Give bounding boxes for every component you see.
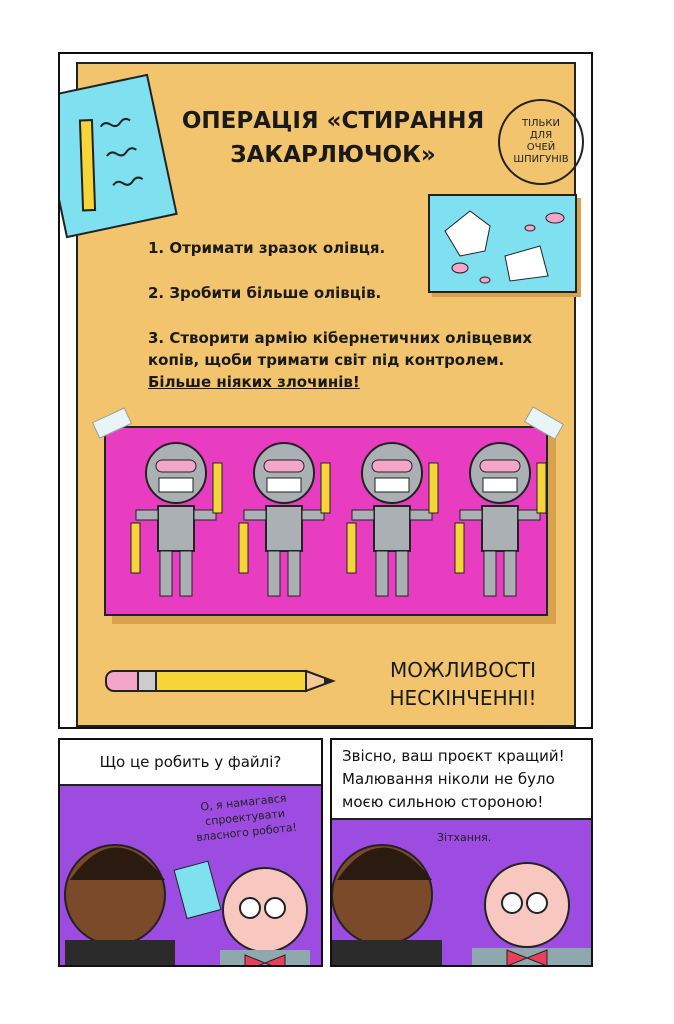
- characters-illustration: [64, 844, 310, 965]
- stamp-line: ОЧЕЙ: [526, 142, 556, 153]
- pencil-icon: [105, 669, 336, 693]
- slogan: МОЖЛИВОСТІ НЕСКІНЧЕННІ!: [378, 656, 548, 712]
- speech-line: Звісно, ваш проєкт кращий!: [342, 747, 565, 765]
- robot-figure: [454, 442, 547, 597]
- speech-bubble: Звісно, ваш проєкт кращий! Малювання нік…: [332, 740, 591, 820]
- plan-step-1: 1. Отримати зразок олівця.: [148, 239, 386, 257]
- slogan-line: НЕСКІНЧЕННІ!: [389, 686, 537, 710]
- stamp-line: ШПИГУНІВ: [513, 154, 569, 165]
- robot-army: [130, 442, 547, 597]
- robot-army-banner: [104, 426, 548, 616]
- characters-illustration: [332, 844, 591, 965]
- robot-figure: [346, 442, 439, 597]
- plan-title: ОПЕРАЦІЯ «СТИРАННЯ ЗАКАРЛЮЧОК»: [181, 108, 485, 168]
- sigh-text: Зітхання.: [437, 831, 492, 844]
- pencil-sketch: [78, 117, 144, 212]
- speech-line: Малювання ніколи не було: [342, 770, 555, 788]
- comic-panel-right: Звісно, ваш проєкт кращий! Малювання нік…: [330, 738, 593, 967]
- pencil-sketch-note: [60, 73, 178, 239]
- step-3-underlined: Більше ніяких злочинів!: [148, 373, 360, 391]
- plan-paper: ОПЕРАЦІЯ «СТИРАННЯ ЗАКАРЛЮЧОК» ТІЛЬКИ ДЛ…: [76, 62, 584, 727]
- speech-line: моєю сильною стороною!: [342, 793, 544, 811]
- shavings-illustration: [444, 210, 565, 284]
- step-3-text: 3. Створити армію кібернетичних олівцеви…: [148, 329, 533, 369]
- spy-stamp: ТІЛЬКИ ДЛЯ ОЧЕЙ ШПИГУНІВ: [498, 99, 584, 185]
- speech-bubble: Що це робить у файлі?: [60, 740, 321, 786]
- stamp-line: ДЛЯ: [529, 130, 553, 141]
- robot-figure: [238, 442, 331, 597]
- stamp-line: ТІЛЬКИ: [521, 118, 561, 129]
- eraser-shavings-note: [428, 194, 577, 293]
- plan-step-3: 3. Створити армію кібернетичних олівцеви…: [148, 327, 548, 393]
- slogan-line: МОЖЛИВОСТІ: [389, 658, 537, 682]
- comic-panel-left: Що це робить у файлі? О, я намагався спр…: [58, 738, 323, 967]
- robot-figure: [130, 442, 223, 597]
- top-panel: ОПЕРАЦІЯ «СТИРАННЯ ЗАКАРЛЮЧОК» ТІЛЬКИ ДЛ…: [58, 52, 593, 729]
- plan-step-2: 2. Зробити більше олівців.: [148, 284, 382, 302]
